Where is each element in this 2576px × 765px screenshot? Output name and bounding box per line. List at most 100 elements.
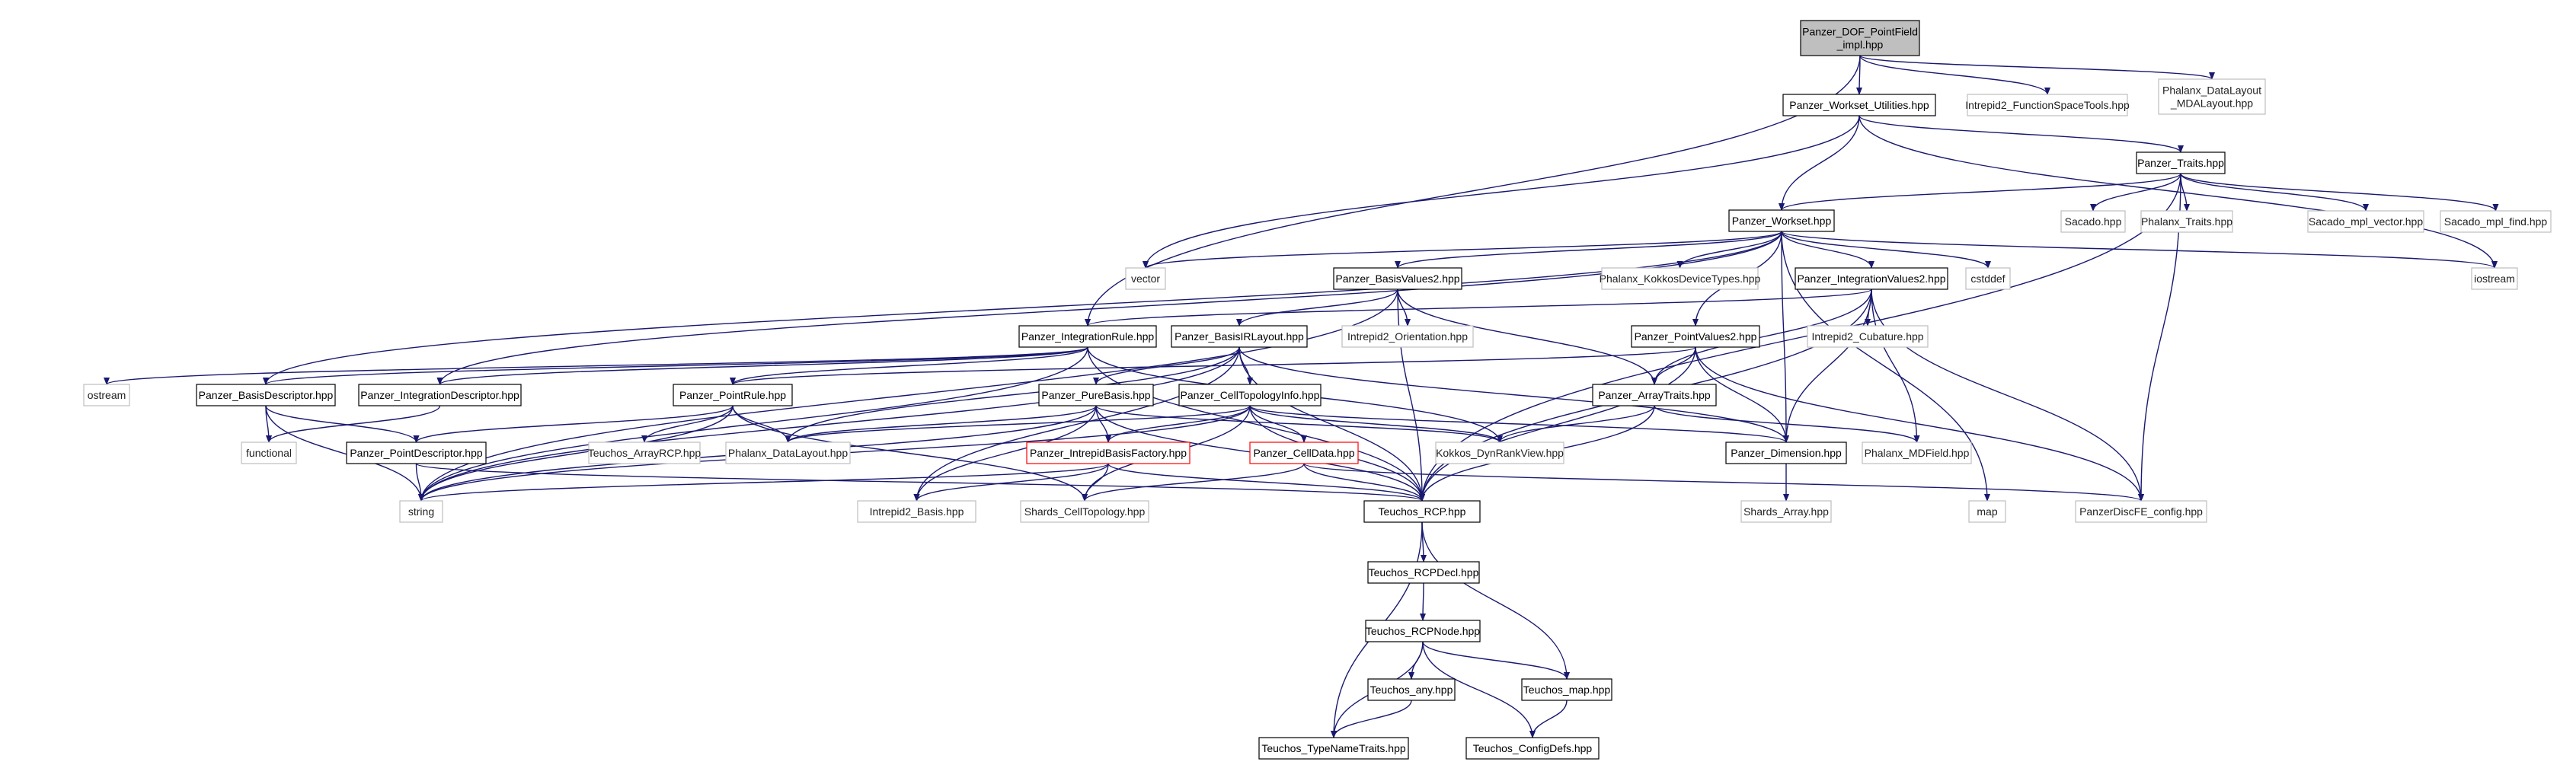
node-label: Sacado_mpl_find.hpp	[2444, 215, 2548, 228]
node-box	[1968, 500, 2006, 523]
node-label: Panzer_PureBasis.hpp	[1041, 389, 1150, 401]
node-teuchos-any[interactable]: Teuchos_any.hpp	[1367, 678, 1456, 701]
node-box	[673, 384, 793, 406]
node-intrule[interactable]: Panzer_IntegrationRule.hpp	[1018, 325, 1157, 348]
node-celltopo[interactable]: Panzer_CellTopologyInfo.hpp	[1178, 384, 1322, 406]
node-label: Panzer_IntegrationDescriptor.hpp	[360, 389, 519, 401]
edge-workset-to-cstddef	[1781, 231, 1991, 269]
edge-teuchos-rcpnode-to-teuchos-map	[1422, 641, 1570, 680]
edge-basisvalues2-to-arraytraits	[1397, 288, 1657, 385]
node-box	[2158, 78, 2266, 115]
edge-teuchos-rcpnode-to-teuchos-configdefs	[1422, 641, 1536, 738]
node-teuchos-map[interactable]: Teuchos_map.hpp	[1521, 678, 1612, 701]
node-basisdesc[interactable]: Panzer_BasisDescriptor.hpp	[196, 384, 336, 406]
edge-pointrule-to-shards-ct	[732, 405, 1088, 502]
node-label: iostream	[2474, 273, 2515, 285]
node-label: Panzer_PointRule.hpp	[679, 389, 786, 401]
edge-celldata-to-teuchos-rcp	[1303, 463, 1425, 502]
node-teuchos-rcpnode[interactable]: Teuchos_RCPNode.hpp	[1365, 620, 1481, 642]
node-sacado-vector: Sacado_mpl_vector.hpp	[2307, 210, 2424, 233]
node-label: Panzer_CellData.hpp	[1253, 447, 1354, 459]
edge-intrepidbasisfactory-to-teuchos-rcp	[1107, 463, 1425, 502]
node-box	[399, 500, 443, 523]
node-pointrule[interactable]: Panzer_PointRule.hpp	[673, 384, 793, 406]
node-box	[1592, 384, 1717, 406]
node-box	[1782, 94, 1936, 116]
node-ostream: ostream	[83, 384, 130, 406]
node-teuchos-arrayrcp: Teuchos_ArrayRCP.hpp	[588, 441, 701, 464]
node-box	[1249, 441, 1359, 464]
node-box	[1795, 267, 1948, 290]
node-pointdesc[interactable]: Panzer_PointDescriptor.hpp	[346, 441, 487, 464]
node-label: _impl.hpp	[1836, 39, 1884, 51]
node-box	[2075, 500, 2207, 523]
edge-pointrule-to-teuchos-arrayrcp	[641, 405, 733, 443]
node-teuchos-configdefs[interactable]: Teuchos_ConfigDefs.hpp	[1465, 737, 1600, 760]
node-phalanx-mdfield: Phalanx_MDField.hpp	[1862, 441, 1972, 464]
node-label: Panzer_Workset.hpp	[1732, 215, 1832, 227]
node-label: ostream	[88, 389, 126, 401]
edge-intdesc-to-functional	[266, 405, 441, 443]
edge-basisirlayout-to-string	[418, 346, 1240, 502]
edge-workset-to-map	[1781, 231, 1990, 502]
edge-teuchos-rcp-to-teuchos-map	[1421, 521, 1570, 680]
node-arraytraits[interactable]: Panzer_ArrayTraits.hpp	[1592, 384, 1717, 406]
node-intvalues2[interactable]: Panzer_IntegrationValues2.hpp	[1795, 267, 1948, 290]
node-basisvalues2[interactable]: Panzer_BasisValues2.hpp	[1333, 267, 1462, 290]
edge-workset-to-intvalues2	[1781, 231, 1874, 269]
node-box	[1367, 561, 1480, 584]
node-teuchos-rcpdecl[interactable]: Teuchos_RCPDecl.hpp	[1367, 561, 1480, 584]
node-teuchos-rcp[interactable]: Teuchos_RCP.hpp	[1363, 500, 1481, 523]
node-intdesc[interactable]: Panzer_IntegrationDescriptor.hpp	[358, 384, 522, 406]
node-box	[2060, 210, 2126, 233]
node-cstddef: cstddef	[1965, 267, 2011, 290]
node-box	[196, 384, 336, 406]
node-dimension[interactable]: Panzer_Dimension.hpp	[1725, 441, 1847, 464]
node-box	[241, 441, 297, 464]
node-pointvalues2[interactable]: Panzer_PointValues2.hpp	[1631, 325, 1760, 348]
node-label: functional	[246, 447, 292, 459]
edge-intrule-to-intdesc	[436, 346, 1088, 385]
node-box	[1020, 500, 1149, 523]
edge-intvalues2-to-discfe-config	[1871, 288, 2144, 502]
node-label: Phalanx_DataLayout.hpp	[728, 447, 848, 459]
edge-basisvalues2-to-basisirlayout	[1236, 288, 1398, 327]
node-purebasis[interactable]: Panzer_PureBasis.hpp	[1038, 384, 1154, 406]
node-box	[857, 500, 976, 523]
node-label: map	[1977, 505, 1997, 518]
edge-pointvalues2-to-dimension	[1695, 346, 1789, 443]
node-label: Panzer_PointDescriptor.hpp	[350, 447, 483, 459]
node-label: Shards_CellTopology.hpp	[1024, 505, 1146, 518]
node-label: Panzer_IntegrationValues2.hpp	[1797, 273, 1945, 285]
node-box	[2136, 151, 2226, 174]
node-basisirlayout[interactable]: Panzer_BasisIRLayout.hpp	[1171, 325, 1308, 348]
node-intrepidbasisfactory[interactable]: Panzer_IntrepidBasisFactory.hpp	[1026, 441, 1191, 464]
edge-workset-to-basisvalues2	[1395, 231, 1782, 269]
node-box	[1862, 441, 1972, 464]
node-label: Panzer_CellTopologyInfo.hpp	[1181, 389, 1320, 401]
node-root[interactable]: Panzer_DOF_PointField_impl.hpp	[1800, 20, 1920, 56]
node-box	[2140, 210, 2233, 233]
node-label: Panzer_Traits.hpp	[2137, 157, 2224, 169]
nodes-layer: Panzer_DOF_PointField_impl.hppPanzer_Wor…	[83, 20, 2552, 760]
node-teuchos-typenametraits[interactable]: Teuchos_TypeNameTraits.hpp	[1258, 737, 1409, 760]
node-label: Teuchos_RCPDecl.hpp	[1369, 566, 1479, 579]
node-label: Intrepid2_Cubature.hpp	[1811, 330, 1923, 343]
node-box	[1365, 620, 1481, 642]
node-celldata[interactable]: Panzer_CellData.hpp	[1249, 441, 1359, 464]
edge-basisdesc-to-pointdesc	[265, 405, 420, 443]
node-box	[1178, 384, 1322, 406]
edge-basisirlayout-to-purebasis	[1093, 346, 1240, 385]
node-label: Teuchos_RCP.hpp	[1379, 505, 1466, 518]
node-workset-util[interactable]: Panzer_Workset_Utilities.hpp	[1782, 94, 1936, 116]
edge-celltopo-to-celldata	[1249, 405, 1307, 443]
node-workset[interactable]: Panzer_Workset.hpp	[1728, 209, 1835, 232]
edge-purebasis-to-intrepid2-basis	[913, 405, 1097, 502]
node-traits[interactable]: Panzer_Traits.hpp	[2136, 151, 2226, 174]
edge-celldata-to-discfe-config	[1303, 463, 2144, 502]
edge-intrepidbasisfactory-to-intrepid2-basis	[913, 463, 1109, 502]
node-kokkos-dev: Phalanx_KokkosDeviceTypes.hpp	[1600, 267, 1761, 290]
edge-traits-to-teuchos-rcp	[1419, 173, 2181, 502]
edge-workset-util-to-vector	[1143, 115, 1860, 269]
